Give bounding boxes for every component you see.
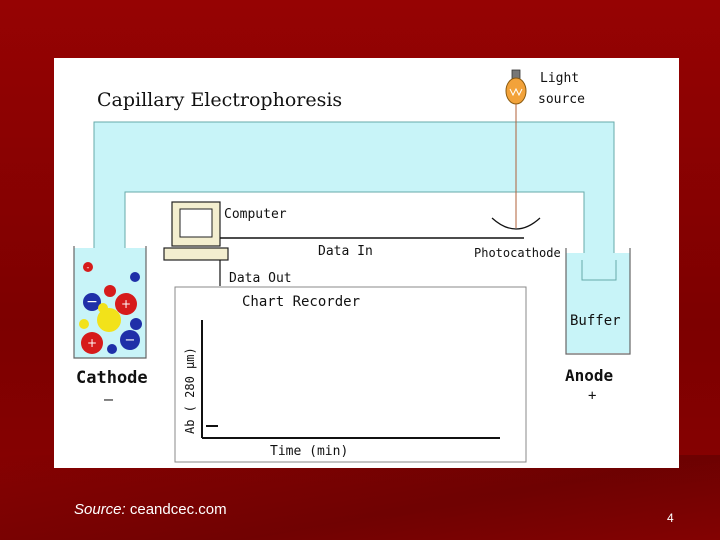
page-number: 4: [667, 511, 674, 525]
computer-icon: [163, 201, 229, 261]
positive-ion: [115, 293, 137, 315]
source-prefix: Source:: [74, 501, 126, 518]
positive-ion: [104, 285, 116, 297]
bulb-filament: [509, 87, 523, 97]
anode-vial: [565, 248, 631, 355]
photocathode-detector: [491, 217, 541, 230]
chart-y-axis-label: Ab ( 280 µm): [183, 347, 197, 434]
computer-base: [163, 247, 229, 261]
negative-ion: [130, 272, 140, 282]
anode-sign: +: [588, 388, 596, 404]
chart-recorder-label: Chart Recorder: [242, 294, 360, 310]
photocathode-label: Photocathode: [474, 246, 561, 260]
ion-sign: −: [125, 333, 136, 348]
diagram-title: Capillary Electrophoresis: [97, 89, 342, 111]
cathode-sign: —: [104, 390, 114, 408]
buffer-label: Buffer: [570, 313, 621, 329]
data-out-label: Data Out: [229, 271, 292, 286]
ion-cluster: - − + + −: [79, 262, 142, 354]
negative-ion: [83, 293, 101, 311]
ion-sign: -: [87, 263, 90, 272]
negative-ion: [107, 344, 117, 354]
neutral-ion: [97, 308, 121, 332]
neutral-ion: [79, 319, 89, 329]
light-bulb-icon: [505, 69, 527, 105]
ion-sign: +: [121, 297, 131, 311]
anode-label: Anode: [565, 366, 613, 385]
data-in-label: Data In: [318, 244, 373, 259]
source-citation: Source: ceandcec.com: [74, 501, 227, 518]
anode-capillary-end: [581, 260, 617, 281]
computer-screen: [179, 208, 213, 238]
source-site: ceandcec.com: [129, 501, 227, 518]
cathode-vial: [73, 246, 147, 359]
light-source-label-line1: Light: [540, 71, 579, 86]
light-source-label-line2: source: [538, 92, 585, 107]
negative-ion: [130, 318, 142, 330]
diagram-figure: Capillary Electrophoresis - −: [54, 58, 679, 468]
negative-ion: [120, 330, 140, 350]
ion-sign: −: [86, 294, 98, 310]
bulb-glass: [505, 77, 527, 105]
background-fold: [0, 455, 720, 540]
ion-sign: +: [87, 336, 97, 350]
cathode-label: Cathode: [76, 368, 148, 388]
diagram-svg: Capillary Electrophoresis - −: [73, 69, 631, 463]
positive-ion: [81, 332, 103, 354]
computer-label: Computer: [224, 207, 287, 222]
positive-ion: [83, 262, 93, 272]
chart-recorder-panel: [174, 286, 527, 463]
chart-x-axis-label: Time (min): [270, 444, 348, 459]
anode-vial-liquid: [566, 253, 630, 353]
